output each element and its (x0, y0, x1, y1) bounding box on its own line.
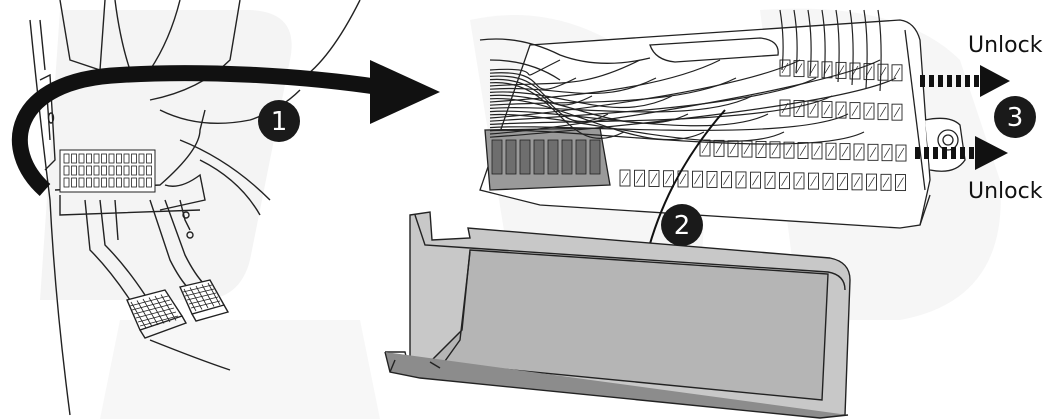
step-marker-3: 3 (994, 96, 1036, 138)
step-marker-2-number: 2 (674, 211, 691, 241)
fuse-panel-small (60, 150, 155, 192)
step-marker-2: 2 (661, 204, 703, 246)
unlock-label-top: Unlock (968, 33, 1043, 58)
fuse-box-cover (385, 212, 850, 418)
step-marker-3-number: 3 (1007, 103, 1024, 133)
step-marker-1-number: 1 (271, 107, 288, 137)
unlock-label-bottom: Unlock (968, 179, 1043, 204)
step-marker-1: 1 (258, 100, 300, 142)
